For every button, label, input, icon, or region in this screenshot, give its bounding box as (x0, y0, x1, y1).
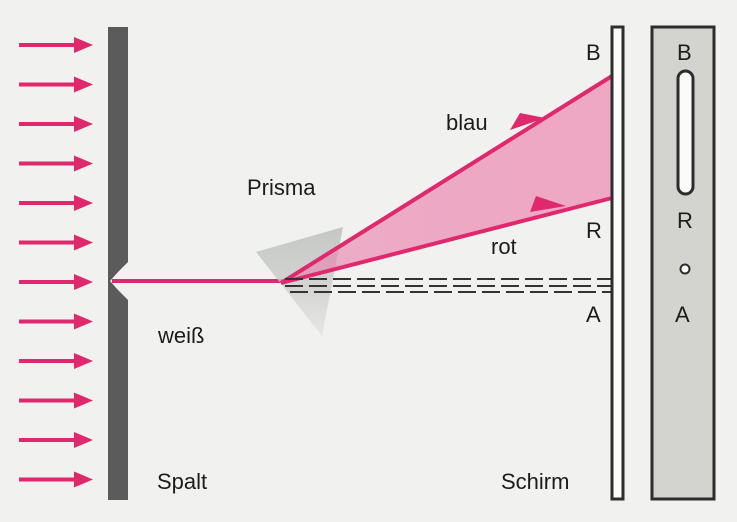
blue-ray (279, 74, 614, 285)
arrow-right-icon (19, 76, 93, 93)
label-screen-B: B (586, 40, 601, 65)
label-slit: Spalt (157, 469, 207, 494)
undeviated-spot (679, 263, 691, 275)
label-screen-R: R (586, 218, 602, 243)
arrow-right-icon (19, 155, 93, 172)
screen (610, 25, 625, 501)
label-strip-R: R (677, 208, 693, 233)
arrow-right-icon (19, 313, 93, 330)
arrow-right-icon (19, 37, 93, 53)
red-ray-arrow-icon (530, 196, 566, 212)
arrow-right-icon (19, 195, 93, 211)
label-screen: Schirm (501, 469, 569, 494)
arrow-right-icon (19, 234, 93, 251)
arrow-right-icon (19, 274, 93, 290)
label-strip-A: A (675, 302, 690, 327)
slit-barrier (108, 27, 128, 500)
arrow-right-icon (19, 432, 93, 448)
spectrum-band (676, 69, 695, 196)
label-screen-A: A (586, 302, 601, 327)
undeviated-dashed-rays (285, 278, 611, 293)
label-white: weiß (157, 323, 204, 348)
incoming-light-arrows (19, 37, 93, 488)
red-ray (280, 196, 613, 285)
label-prism: Prisma (247, 175, 316, 200)
prism (256, 227, 343, 336)
label-blue: blau (446, 110, 488, 135)
label-red: rot (491, 234, 517, 259)
label-strip-B: B (677, 40, 692, 65)
blue-ray-arrow-icon (510, 113, 545, 130)
arrow-right-icon (19, 471, 93, 488)
arrow-right-icon (19, 116, 93, 132)
arrow-right-icon (19, 392, 93, 409)
arrow-right-icon (19, 353, 93, 369)
